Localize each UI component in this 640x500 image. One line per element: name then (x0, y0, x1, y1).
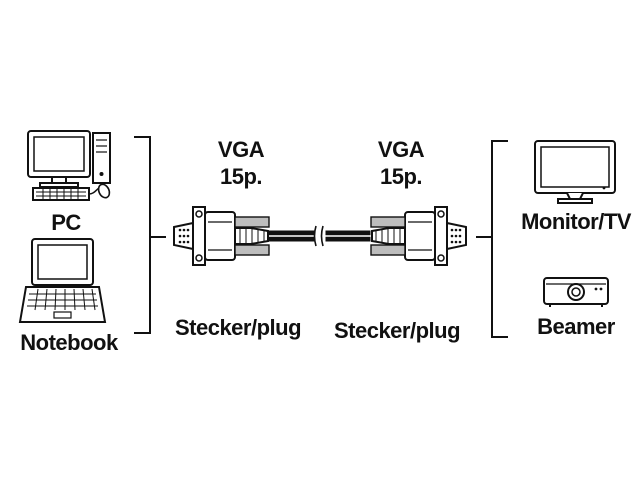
cable-break-icon (313, 225, 324, 247)
left-connector-gender-label: Stecker/plug (174, 315, 302, 340)
monitor-label: Monitor/TV (521, 209, 631, 234)
right-vga-plug (370, 206, 467, 266)
left-vga-plug (173, 206, 270, 266)
left-bracket (134, 136, 166, 334)
pc-label: PC (51, 210, 81, 235)
left-connector-pins-label: 15p. (219, 164, 263, 189)
right-connector-pins-label: 15p. (379, 164, 423, 189)
beamer-icon (543, 277, 609, 307)
beamer-label: Beamer (537, 314, 615, 339)
monitor-icon (534, 140, 616, 204)
left-connector-type-label: VGA (217, 137, 265, 162)
right-bracket (476, 140, 508, 338)
right-connector-type-label: VGA (377, 137, 425, 162)
vga-cable (260, 225, 380, 247)
notebook-icon (18, 238, 107, 323)
pc-icon (27, 130, 111, 201)
notebook-label: Notebook (20, 330, 118, 355)
right-connector-gender-label: Stecker/plug (333, 318, 461, 343)
